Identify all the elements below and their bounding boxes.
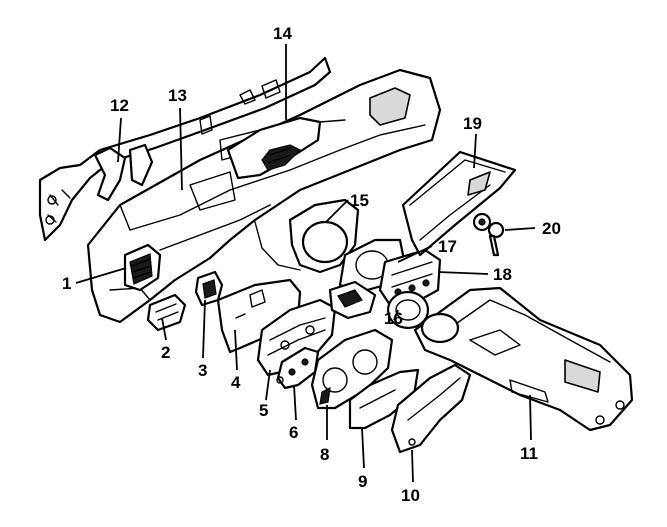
callout-11: 11	[520, 444, 538, 463]
heater-control	[378, 248, 442, 307]
cluster-housing	[256, 298, 337, 377]
instrument-cluster	[310, 328, 394, 410]
callout-4: 4	[231, 373, 241, 392]
callout-16: 16	[384, 309, 403, 328]
column-bracket	[328, 280, 377, 320]
callout-6: 6	[289, 423, 298, 442]
callout-14: 14	[273, 24, 292, 43]
callout-10: 10	[401, 486, 420, 505]
callout-9: 9	[358, 472, 367, 491]
callout-2: 2	[161, 343, 170, 362]
circuit-board	[276, 346, 320, 390]
callout-13: 13	[168, 86, 187, 105]
callout-15: 15	[350, 191, 369, 210]
glove-box	[401, 150, 517, 257]
ignition-ring	[386, 290, 430, 330]
callout-3: 3	[198, 361, 207, 380]
callout-labels: 1 2 3 4 5 6 8 9 10 11 12 13 14 15 16 17 …	[62, 24, 561, 505]
callout-20: 20	[542, 219, 561, 238]
callout-8: 8	[320, 445, 329, 464]
steering-column-shroud	[288, 198, 407, 294]
callout-19: 19	[463, 114, 482, 133]
centre-console	[413, 286, 634, 432]
callout-1: 1	[62, 274, 71, 293]
leader-lines	[75, 44, 536, 483]
callout-18: 18	[493, 265, 512, 284]
cluster-hood	[390, 363, 472, 454]
side-vent	[123, 243, 162, 292]
callout-12: 12	[110, 96, 129, 115]
callout-5: 5	[259, 401, 268, 420]
cross-car-beam	[38, 56, 332, 242]
centre-vent-panel	[226, 116, 322, 180]
glovebox-lock-key	[472, 212, 505, 257]
callout-17: 17	[438, 237, 457, 256]
switch-block	[146, 293, 187, 332]
